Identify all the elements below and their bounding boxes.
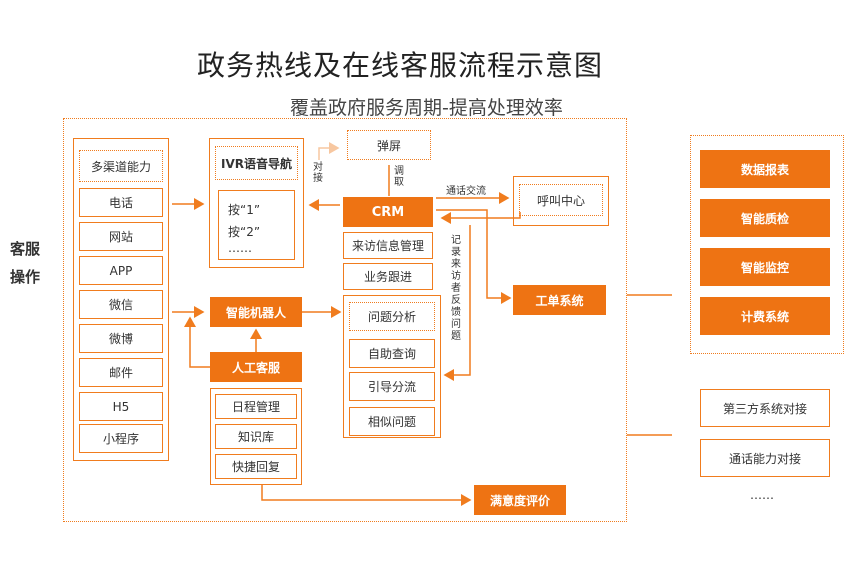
right-item[interactable]: 计费系统: [700, 297, 830, 335]
right-item[interactable]: 智能监控: [700, 248, 830, 286]
main-container: [63, 118, 627, 522]
channel-item[interactable]: 微博: [79, 324, 163, 353]
channel-item[interactable]: 电话: [79, 188, 163, 217]
ivr-option: ……: [228, 241, 252, 255]
channel-item[interactable]: 邮件: [79, 358, 163, 387]
crm-item[interactable]: 来访信息管理: [343, 232, 433, 259]
channel-item[interactable]: 小程序: [79, 424, 163, 453]
robot-item[interactable]: 问题分析: [349, 302, 435, 331]
human-item[interactable]: 日程管理: [215, 394, 297, 419]
ivr-option[interactable]: 按“1”: [228, 203, 261, 217]
page-subtitle: 覆盖政府服务周期-提高处理效率: [290, 97, 563, 119]
external-item[interactable]: 第三方系统对接: [700, 389, 830, 427]
channel-item[interactable]: APP: [79, 256, 163, 285]
channel-item[interactable]: 网站: [79, 222, 163, 251]
call-flow-label: 通话交流: [446, 186, 486, 197]
fetch-label: 调取: [394, 166, 404, 188]
popup-box: 弹屏: [347, 130, 431, 160]
external-item[interactable]: 通话能力对接: [700, 439, 830, 477]
call-center-box[interactable]: 呼叫中心: [519, 184, 603, 216]
ivr-title: IVR语音导航: [215, 146, 298, 180]
robot-item[interactable]: 自助查询: [349, 339, 435, 368]
right-panel: [690, 135, 844, 354]
transfer-label: 对接: [313, 162, 323, 184]
ivr-panel: [209, 138, 304, 268]
channel-item[interactable]: 微信: [79, 290, 163, 319]
human-item[interactable]: 快捷回复: [215, 454, 297, 479]
record-label: 记录来访者反馈问题: [451, 235, 461, 342]
ivr-option[interactable]: 按“2”: [228, 225, 261, 239]
ivr-options: [218, 190, 295, 260]
crm-item[interactable]: 业务跟进: [343, 263, 433, 290]
call-center-panel: [513, 176, 609, 226]
external-more: ……: [750, 488, 774, 502]
channels-panel: [73, 138, 169, 461]
right-item[interactable]: 智能质检: [700, 199, 830, 237]
human-items-panel: [210, 388, 302, 485]
robot-item[interactable]: 相似问题: [349, 407, 435, 436]
work-order-box[interactable]: 工单系统: [513, 285, 606, 315]
human-item[interactable]: 知识库: [215, 424, 297, 449]
crm-box[interactable]: CRM: [343, 197, 433, 227]
satisfaction-box[interactable]: 满意度评价: [474, 485, 566, 515]
channel-item[interactable]: H5: [79, 392, 163, 421]
page-title: 政务热线及在线客服流程示意图: [196, 49, 603, 82]
robot-items-panel: [343, 295, 441, 438]
robot-box[interactable]: 智能机器人: [210, 297, 302, 327]
human-service-box[interactable]: 人工客服: [210, 352, 302, 382]
right-item[interactable]: 数据报表: [700, 150, 830, 188]
channels-header: 多渠道能力: [79, 150, 163, 182]
side-label: 客服操作: [10, 240, 41, 286]
robot-item[interactable]: 引导分流: [349, 372, 435, 401]
